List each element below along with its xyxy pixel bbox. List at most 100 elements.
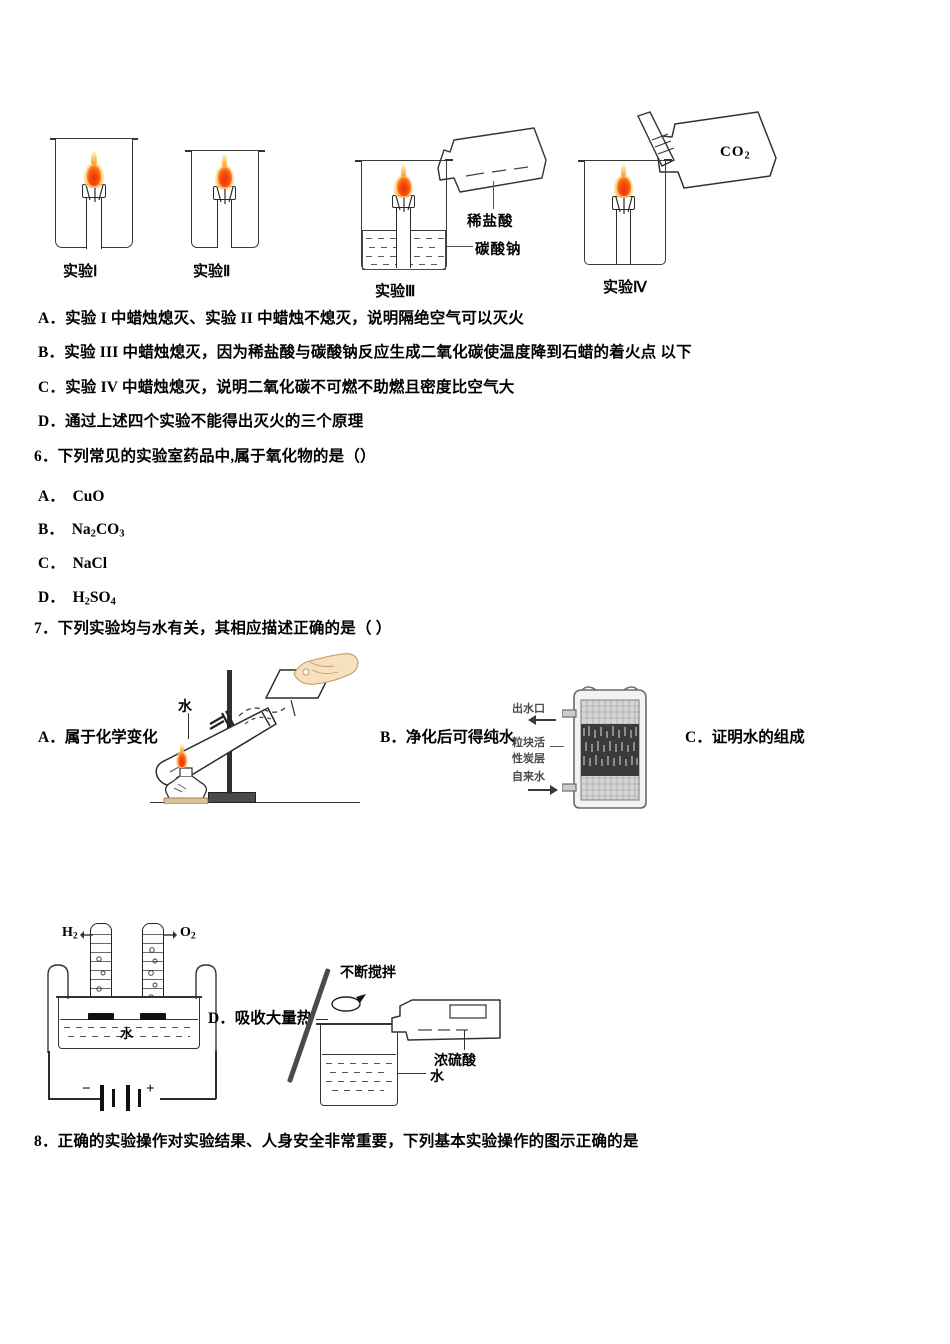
alcohol-lamp-flame xyxy=(174,742,190,768)
battery-plate-short-2 xyxy=(138,1089,141,1107)
candle-4-wick xyxy=(615,196,633,214)
dilute-hcl-bottle xyxy=(437,127,547,193)
beaker-2-lip-left xyxy=(185,150,192,152)
option-b-letter: B． xyxy=(38,344,65,361)
figure-d-water-label: 水 xyxy=(430,1070,444,1085)
wire-right-horizontal xyxy=(160,1098,216,1100)
q6-d-letter: D． xyxy=(38,589,65,606)
experiment-3-apparatus: 稀盐酸 碳酸钠 实验Ⅲ xyxy=(355,126,575,316)
question7-stem-text: 下列实验均与水有关，其相应描述正确的是（ ） xyxy=(57,620,392,637)
question5-option-a: A．实验 I 中蜡烛熄灭、实验 II 中蜡烛不熄灭，说明隔绝空气可以灭火 xyxy=(38,310,524,327)
question6-stem: 6．下列常见的实验室药品中,属于氧化物的是（） xyxy=(34,448,376,465)
figure-a-water-leader xyxy=(188,713,190,739)
beaker-3-rim xyxy=(358,160,450,161)
q7-d-letter: D． xyxy=(208,1010,235,1027)
experiment-2-apparatus: 实验Ⅱ xyxy=(185,150,315,310)
question7-figure-a: 水 xyxy=(140,650,370,820)
sodium-carbonate-label: 碳酸钠 xyxy=(475,242,522,258)
filter-outlet-label: 出水口 xyxy=(512,703,545,715)
hydrogen-arrow-icon xyxy=(80,931,93,939)
option-a-letter: A． xyxy=(38,310,66,327)
q7-c-text: 证明水的组成 xyxy=(711,729,805,746)
co2-label-text: CO xyxy=(720,144,745,160)
water-beaker-rim xyxy=(316,1023,402,1025)
candle-3-body xyxy=(396,206,411,268)
q7-a-text: 属于化学变化 xyxy=(64,729,158,746)
question6-option-a: A． CuO xyxy=(38,484,104,506)
battery-plate-long-1 xyxy=(100,1085,104,1111)
question7-number: 7． xyxy=(34,620,58,637)
q6-d-formula: H2SO4 xyxy=(72,589,116,608)
candle-4-flame xyxy=(611,163,636,198)
water-beaker-lip xyxy=(316,1019,328,1021)
hydrogen-label: H2 xyxy=(62,925,78,942)
wire-right-vertical xyxy=(215,1051,217,1099)
question7-figure-c: H2 O2 水 xyxy=(42,905,252,1111)
water-dash-4 xyxy=(332,1090,384,1091)
filter-carbon-label-line2: 性炭层 xyxy=(512,753,545,765)
question7-option-d: D．吸收大量热 xyxy=(208,1006,312,1028)
concentrated-sulfuric-acid-bottle xyxy=(391,999,501,1041)
trough-rim xyxy=(56,996,202,998)
filter-carbon-label-line1: 粒块活 xyxy=(512,737,545,749)
alcohol-lamp xyxy=(163,767,209,804)
option-d-text: 通过上述四个实验不能得出灭火的三个原理 xyxy=(65,413,364,430)
q6-c-letter: C． xyxy=(38,555,65,572)
beaker-2-lip-right xyxy=(258,150,265,152)
stir-rotation-arrow-icon xyxy=(331,994,366,1012)
test-tube-clamp xyxy=(209,710,235,730)
q7-b-text: 净化后可得纯水 xyxy=(405,729,515,746)
outer-vessel-walls xyxy=(47,964,217,1053)
q6-a-letter: A． xyxy=(38,488,65,505)
beaker-4-body xyxy=(584,160,666,265)
inlet-arrow-icon xyxy=(528,785,558,795)
question8-stem: 8．正确的实验操作对实验结果、人身安全非常重要，下列基本实验操作的图示正确的是 xyxy=(34,1133,639,1150)
dilute-hcl-label: 稀盐酸 xyxy=(467,214,514,230)
q7-c-letter: C． xyxy=(685,729,712,746)
question7-option-c: C．证明水的组成 xyxy=(685,725,805,747)
terminal-negative-label: − xyxy=(82,1081,91,1097)
electrolyte-surface xyxy=(60,1019,198,1021)
question7-figure-b: 出水口 粒块活 性炭层 自来水 xyxy=(512,686,672,811)
option-b-text: 实验 III 中蜡烛熄灭，因为稀盐酸与碳酸钠反应生成二氧化碳使温度降到石蜡的着火… xyxy=(64,344,692,361)
water-dash-3 xyxy=(326,1081,392,1082)
dilute-hcl-leader-line xyxy=(493,181,495,209)
option-a-text: 实验 I 中蜡烛熄灭、实验 II 中蜡烛不熄灭，说明隔绝空气可以灭火 xyxy=(65,310,524,327)
question8-number: 8． xyxy=(34,1133,58,1150)
vapor-dashes xyxy=(238,699,296,725)
electrolysis-trough xyxy=(58,997,200,1049)
outlet-arrow-icon xyxy=(528,715,556,725)
electrolyte-dash-1 xyxy=(64,1027,194,1028)
beaker-4-lip-left xyxy=(578,160,585,162)
question7-stem: 7．下列实验均与水有关，其相应描述正确的是（ ） xyxy=(34,620,391,637)
co2-label-sub: 2 xyxy=(744,150,751,162)
option-c-letter: C． xyxy=(38,379,66,396)
water-dash-1 xyxy=(326,1063,392,1064)
question6-number: 6． xyxy=(34,448,58,465)
beaker-1-lip-left xyxy=(50,138,56,140)
candle-3-flame xyxy=(391,163,416,198)
hand-holding-slide xyxy=(293,653,359,685)
beaker-3-lip-left xyxy=(355,160,362,162)
stand-base xyxy=(208,792,256,803)
experiment-3-caption: 实验Ⅲ xyxy=(375,284,416,300)
question5-figure: 实验Ⅰ 实验Ⅱ 稀盐酸 xyxy=(0,88,950,300)
question5-option-c: C．实验 IV 中蜡烛熄灭，说明二氧化碳不可燃不助燃且密度比空气大 xyxy=(38,379,515,396)
q7-a-letter: A． xyxy=(38,729,65,746)
beaker-1-lip-right xyxy=(132,138,138,140)
option-c-text: 实验 IV 中蜡烛熄灭，说明二氧化碳不可燃不助燃且密度比空气大 xyxy=(65,379,515,396)
water-beaker xyxy=(320,1024,398,1106)
q6-b-formula: Na2CO3 xyxy=(71,521,125,540)
question7-option-b: B．净化后可得纯水 xyxy=(380,725,514,747)
question6-stem-text: 下列常见的实验室药品中,属于氧化物的是（） xyxy=(57,448,376,465)
question7-option-a: A．属于化学变化 xyxy=(38,725,158,747)
oxygen-label: O2 xyxy=(180,925,196,942)
electrode-negative xyxy=(88,1013,114,1020)
electrode-positive xyxy=(140,1013,166,1020)
water-surface xyxy=(322,1054,396,1056)
water-dash-2 xyxy=(330,1072,388,1073)
question8-stem-text: 正确的实验操作对实验结果、人身安全非常重要，下列基本实验操作的图示正确的是 xyxy=(57,1133,639,1150)
wire-left-vertical xyxy=(48,1051,50,1099)
sodium-carbonate-leader-line xyxy=(447,246,473,248)
